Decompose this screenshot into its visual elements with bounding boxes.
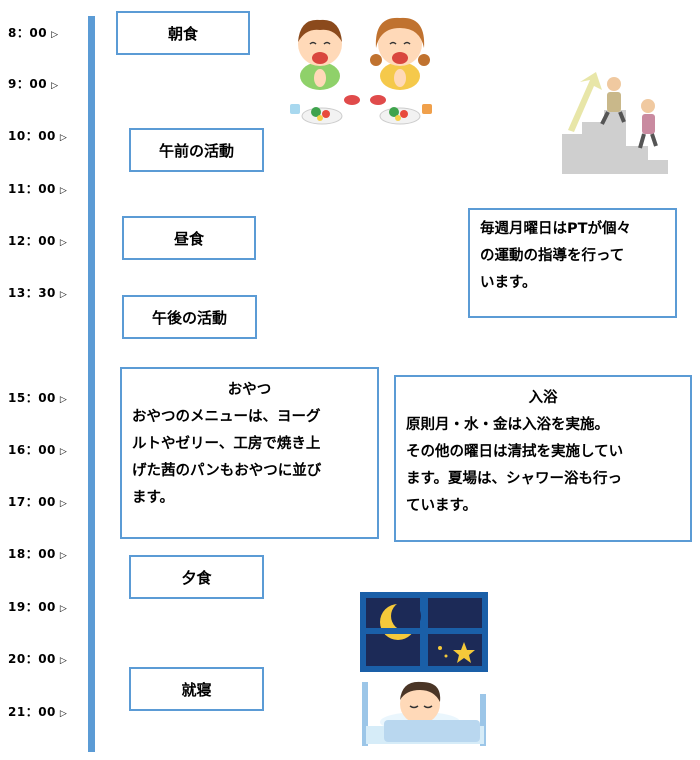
- time-label: 15：00▷: [8, 391, 68, 405]
- bedtime-box: 就寝: [129, 667, 264, 711]
- time-label: 9：00▷: [8, 77, 59, 91]
- time-label: 11：00▷: [8, 182, 68, 196]
- snack-box: おやつ おやつのメニューは、ヨーグ ルトやゼリー、工房で焼き上 げた茜のパンもお…: [120, 367, 379, 539]
- snack-line: ます。: [132, 490, 175, 506]
- morning-activity-box: 午前の活動: [129, 128, 264, 172]
- time-label: 20：00▷: [8, 652, 68, 666]
- breakfast-label: 朝食: [167, 24, 198, 43]
- time-label: 19：00▷: [8, 600, 68, 614]
- pt-note-line: 毎週月曜日はPTが個々: [480, 221, 632, 237]
- time-label: 13：30▷: [8, 286, 68, 300]
- time-label: 16：00▷: [8, 443, 68, 457]
- bath-line: 原則月・水・金は入浴を実施。: [406, 417, 609, 433]
- dinner-label: 夕食: [181, 568, 212, 587]
- pt-note-line: の運動の指導を行って: [480, 248, 625, 264]
- lunch-label: 昼食: [173, 229, 204, 248]
- snack-line: げた茜のパンもおやつに並び: [132, 463, 322, 479]
- breakfast-box: 朝食: [116, 11, 250, 55]
- pt-note-line: います。: [480, 275, 537, 291]
- time-label: 17：00▷: [8, 495, 68, 509]
- morning-activity-label: 午前の活動: [158, 141, 234, 160]
- snack-title: おやつ: [227, 382, 272, 398]
- rehab-illustration: [562, 72, 668, 174]
- bath-box: 入浴 原則月・水・金は入浴を実施。 その他の曜日は清拭を実施してい ます。夏場は…: [394, 375, 692, 542]
- time-label: 12：00▷: [8, 234, 68, 248]
- bedtime-label: 就寝: [181, 680, 212, 699]
- dinner-box: 夕食: [129, 555, 264, 599]
- snack-line: ルトやゼリー、工房で焼き上: [132, 436, 321, 452]
- time-label: 21：00▷: [8, 705, 68, 719]
- time-label: 8：00▷: [8, 26, 59, 40]
- afternoon-activity-box: 午後の活動: [122, 295, 257, 339]
- lunch-box: 昼食: [122, 216, 256, 260]
- timeline-bar: [88, 16, 95, 752]
- sleeping-child-illustration: [362, 681, 486, 746]
- bath-line: ます。夏場は、シャワー浴も行っ: [406, 471, 623, 487]
- pt-note-box: 毎週月曜日はPTが個々 の運動の指導を行って います。: [468, 208, 677, 318]
- snack-line: おやつのメニューは、ヨーグ: [132, 409, 321, 425]
- bath-line: ています。: [406, 498, 478, 514]
- bath-line: その他の曜日は清拭を実施してい: [406, 444, 624, 460]
- time-label: 10：00▷: [8, 129, 68, 143]
- afternoon-activity-label: 午後の活動: [151, 308, 227, 327]
- night-window-illustration: [360, 592, 488, 672]
- breakfast-illustration: [290, 17, 432, 125]
- time-label: 18：00▷: [8, 547, 68, 561]
- bath-title: 入浴: [528, 390, 558, 406]
